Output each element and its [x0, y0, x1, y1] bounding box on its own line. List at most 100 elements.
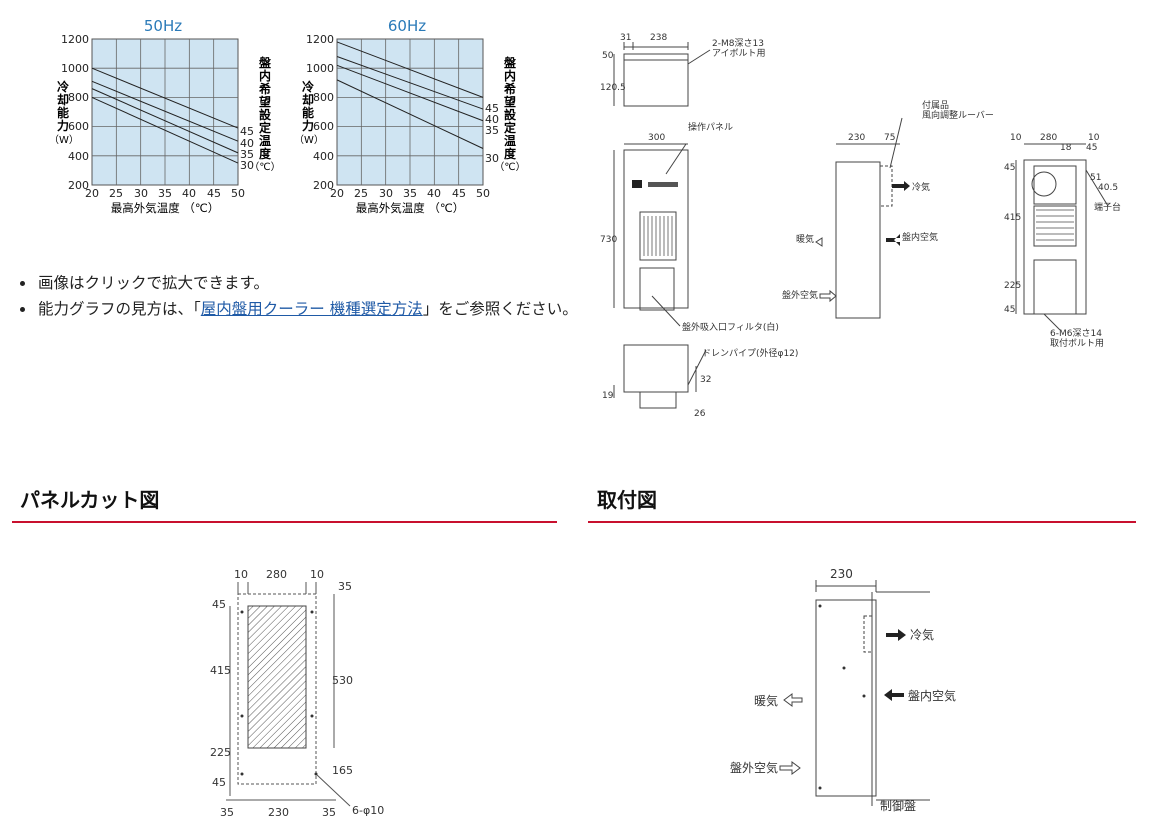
series-line-35 [91, 88, 239, 154]
x-tick: 50 [476, 187, 490, 200]
curve-label: 40 [485, 113, 499, 126]
svg-text:2-M8深さ13: 2-M8深さ13 [712, 38, 764, 49]
curve-label: 45 [485, 102, 499, 115]
svg-text:40.5: 40.5 [1098, 183, 1118, 193]
svg-text:75: 75 [884, 133, 895, 143]
svg-text:35: 35 [220, 806, 234, 819]
y-tick: 1200 [306, 33, 334, 46]
curve-label: 35 [485, 124, 499, 137]
panel-cut-drawing[interactable]: 10 280 10 35 45 415 530 225 165 45 35 23… [200, 560, 420, 830]
svg-text:却: 却 [57, 92, 69, 107]
svg-text:45: 45 [212, 598, 226, 611]
svg-text:35: 35 [322, 806, 336, 819]
svg-text:盤内空気: 盤内空気 [908, 688, 956, 703]
svg-text:45: 45 [212, 776, 226, 789]
y-tick: 1200 [61, 33, 89, 46]
svg-text:280: 280 [266, 568, 287, 581]
svg-text:730: 730 [600, 235, 617, 245]
x-tick: 25 [354, 187, 368, 200]
dimension-drawing[interactable]: 31 238 50 120.5 2-M8深さ13 アイボルト用 300 操作パネ… [590, 20, 1150, 430]
svg-text:内: 内 [259, 68, 271, 83]
svg-text:能: 能 [302, 105, 314, 120]
y-tick: 400 [313, 150, 334, 163]
grid-lines [337, 39, 483, 185]
svg-text:10: 10 [1010, 133, 1022, 143]
x-tick-labels: 20 25 30 35 40 45 50 [330, 187, 490, 200]
svg-text:風向調整ルーバー: 風向調整ルーバー [922, 109, 994, 121]
svg-text:却: 却 [302, 92, 314, 107]
svg-text:温: 温 [259, 134, 271, 148]
mounting-drawing[interactable]: 230 冷気 暖気 盤内空気 盤外空気 制御盤 [720, 560, 980, 830]
y-tick: 600 [313, 120, 334, 133]
svg-text:希: 希 [258, 81, 271, 96]
y-tick: 800 [68, 91, 89, 104]
svg-text:盤: 盤 [503, 55, 517, 70]
x-axis-label: 最高外気温度 （℃） [111, 201, 220, 215]
graph-title: 50Hz [144, 17, 182, 35]
svg-text:19: 19 [602, 391, 614, 401]
svg-text:6-φ10: 6-φ10 [352, 804, 384, 817]
svg-text:盤内空気: 盤内空気 [902, 231, 938, 243]
x-tick: 40 [182, 187, 196, 200]
side-label: 盤 内 希 望 設 定 温 度 （℃） [249, 55, 280, 173]
graph-50hz[interactable]: 50Hz 1200 1000 800 600 400 200 20 25 30 … [0, 0, 300, 230]
svg-text:盤外吸入口フィルタ(白): 盤外吸入口フィルタ(白) [682, 321, 779, 333]
svg-text:盤: 盤 [258, 55, 272, 70]
x-tick: 30 [379, 187, 393, 200]
svg-text:（W）: （W） [294, 134, 324, 146]
svg-text:度: 度 [504, 146, 517, 161]
arrow-left-icon [886, 234, 900, 246]
y-tick: 800 [313, 91, 334, 104]
section-divider [12, 521, 557, 523]
svg-text:設: 設 [504, 107, 517, 122]
svg-text:定: 定 [259, 120, 271, 135]
note-item: 能力グラフの見方は、「屋内盤用クーラー 機種選定方法」をご参照ください。 [36, 296, 581, 322]
svg-text:45: 45 [1086, 143, 1097, 153]
svg-text:暖気: 暖気 [754, 693, 778, 708]
svg-text:冷: 冷 [57, 79, 69, 94]
svg-text:300: 300 [648, 133, 665, 143]
curve-label: 45 [240, 125, 254, 138]
side-label: 盤 内 希 望 設 定 温 度 （℃） [494, 55, 525, 173]
svg-text:力: 力 [57, 118, 69, 133]
mounting-labels: 230 冷気 暖気 盤内空気 盤外空気 制御盤 [730, 567, 956, 813]
svg-text:設: 設 [259, 107, 272, 122]
y-tick-labels: 1200 1000 800 600 400 200 [306, 33, 334, 192]
svg-text:31: 31 [620, 33, 631, 43]
svg-text:45: 45 [1004, 305, 1015, 315]
cooler-outline [815, 580, 930, 806]
curve-label: 30 [485, 152, 499, 165]
series-lines [336, 41, 484, 149]
svg-text:望: 望 [504, 94, 516, 109]
svg-text:51: 51 [1090, 173, 1101, 183]
svg-text:225: 225 [210, 746, 231, 759]
svg-text:530: 530 [332, 674, 353, 687]
arrow-left-icon [884, 689, 904, 701]
svg-text:度: 度 [259, 146, 272, 161]
drawing-lines [613, 42, 1109, 409]
svg-text:415: 415 [210, 664, 231, 677]
curve-label: 30 [240, 159, 254, 172]
y-tick: 200 [313, 179, 334, 192]
svg-text:暖気: 暖気 [796, 233, 814, 245]
svg-text:取付ボルト用: 取付ボルト用 [1050, 338, 1104, 349]
graph-60hz[interactable]: 60Hz 1200 1000 800 600 400 200 20 25 30 … [245, 0, 545, 230]
x-tick: 50 [231, 187, 245, 200]
svg-text:10: 10 [234, 568, 248, 581]
airflow-arrows [815, 181, 910, 303]
svg-text:アイボルト用: アイボルト用 [712, 48, 766, 59]
series-line-30 [91, 96, 239, 164]
series-line-40 [336, 56, 484, 110]
selection-guide-link[interactable]: 屋内盤用クーラー 機種選定方法 [200, 300, 423, 318]
x-tick: 20 [330, 187, 344, 200]
cooler-dots [818, 604, 866, 790]
svg-text:（℃）: （℃） [249, 161, 280, 173]
svg-text:230: 230 [830, 567, 853, 581]
arrow-right-icon [819, 289, 837, 303]
y-axis-label: 冷 却 能 力 （W） [49, 79, 79, 146]
arrow-right-icon [892, 181, 910, 191]
section-title-panel-cut: パネルカット図 [20, 488, 160, 512]
x-tick: 25 [109, 187, 123, 200]
series-line-45 [91, 67, 239, 129]
svg-text:50: 50 [602, 51, 614, 61]
